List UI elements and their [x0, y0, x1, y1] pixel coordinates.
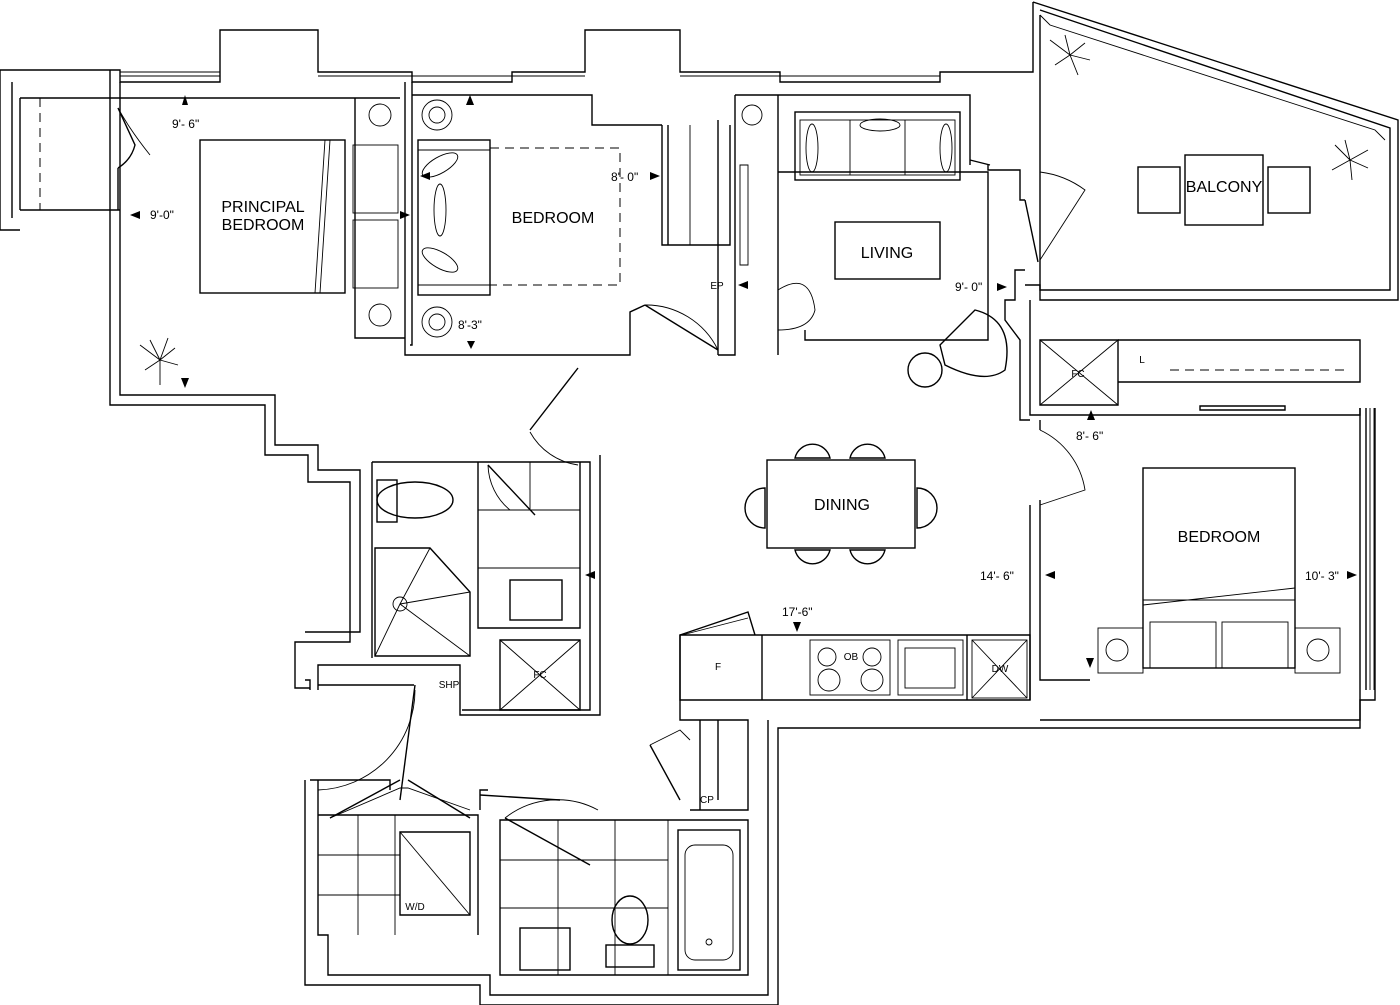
dim-kitchen: 17'-6"	[782, 605, 813, 619]
doors	[117, 107, 1086, 866]
interior-walls	[19, 82, 1361, 976]
bedroom-2-label: BEDROOM	[512, 210, 595, 227]
bedroom-3-label: BEDROOM	[1178, 529, 1261, 546]
dim-bedroom3-right: 10'- 3"	[1305, 569, 1339, 583]
tag-fridge: F	[715, 662, 721, 673]
coffee-table	[834, 221, 941, 280]
tag-fc-1: FC	[533, 670, 546, 681]
dim-bedroom3-top: 8'- 6"	[1076, 429, 1103, 443]
dim-bedroom2-right: 8'- 0"	[611, 170, 638, 184]
light-fixture-icon	[368, 103, 392, 127]
dim-bedroom2-bottom: 8'-3"	[458, 318, 482, 332]
dining-label: DINING	[814, 497, 870, 514]
dim-principal-side: 9'-0"	[150, 208, 174, 222]
dim-living-right: 9'- 0"	[955, 280, 982, 294]
tag-dishwasher: DW	[992, 664, 1009, 675]
principal-bedroom-label-2: BEDROOM	[222, 217, 305, 234]
dim-principal-top: 9'- 6"	[172, 117, 199, 131]
bed	[199, 139, 346, 294]
principal-bedroom-label-1: PRINCIPAL	[221, 199, 304, 216]
dining-table	[766, 459, 916, 549]
tag-linen: L	[1139, 355, 1145, 366]
arrow-marker-icon	[130, 95, 1357, 668]
tag-cp: CP	[700, 795, 714, 806]
bed	[1142, 467, 1296, 669]
dim-bedroom3-left: 14'- 6"	[980, 569, 1014, 583]
living-label: LIVING	[861, 245, 913, 262]
tag-shp: SHP	[439, 680, 460, 691]
furniture	[139, 34, 1369, 971]
sofa-bed	[417, 139, 491, 296]
tag-ep: EP	[710, 281, 724, 292]
balcony-label: BALCONY	[1186, 179, 1263, 196]
sofa	[794, 111, 961, 181]
plant-icon	[139, 34, 1369, 385]
tag-fc-2: FC	[1071, 369, 1084, 380]
tag-wd: W/D	[405, 902, 424, 913]
tag-oven: OB	[844, 652, 859, 663]
balcony-table	[1184, 154, 1264, 226]
